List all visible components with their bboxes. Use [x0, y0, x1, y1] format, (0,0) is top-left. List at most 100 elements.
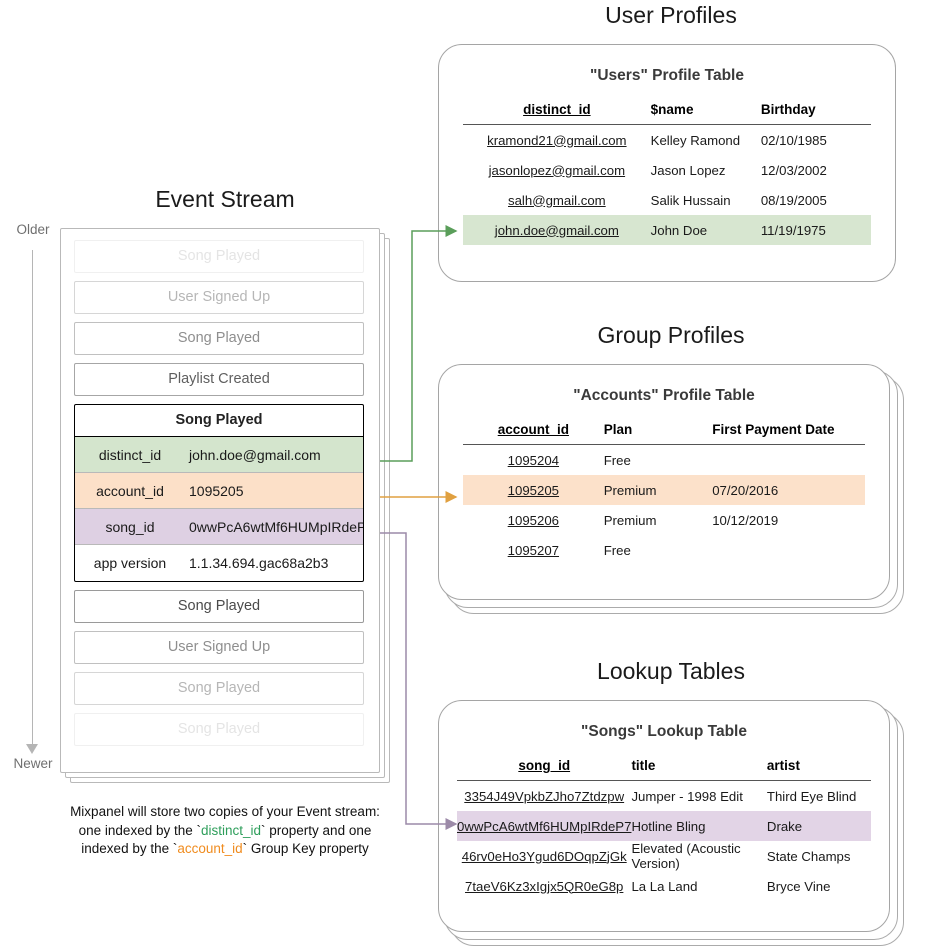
table-cell-key: 1095207 [507, 542, 560, 558]
table-cell: Third Eye Blind [766, 788, 857, 804]
table-row[interactable]: 7taeV6Kz3xIgjx5QR0eG8p La La Land Bryce Vi… [457, 871, 871, 901]
expanded-event-title: Song Played [75, 405, 363, 437]
caption-token-distinct-id: distinct_id [200, 822, 262, 838]
table-cell: Jumper - 1998 Edit [631, 788, 743, 804]
table-cell: 12/03/2002 [760, 162, 827, 178]
caption-line-2: one indexed by the `distinct_id` propert… [78, 822, 372, 838]
table-cell-key: 7taeV6Kz3xIgjx5QR0eG8p [465, 878, 624, 894]
event-item[interactable]: Song Played [74, 322, 364, 355]
column-header: song_id [457, 755, 632, 781]
event-item[interactable]: User Signed Up [74, 281, 364, 314]
table-cell-key: jasonlopez@gmail.com [488, 162, 626, 178]
event-item[interactable]: Song Played [74, 590, 364, 623]
event-property-value: 1095205 [189, 482, 244, 499]
column-header: distinct_id [463, 99, 651, 125]
table-cell: 11/19/1975 [760, 215, 871, 245]
expanded-event-card[interactable]: Song Played distinct_id john.doe@gmail.com… [74, 404, 364, 582]
table-row[interactable]: jasonlopez@gmail.com Jason Lopez 12/03/200… [463, 155, 871, 185]
table-cell: 02/10/1985 [760, 132, 827, 148]
event-property-value: 0wwPcA6wtMf6HUMpIRdeP7 [189, 518, 364, 535]
column-header: artist [766, 755, 871, 781]
table-cell: Premium [603, 512, 657, 528]
table-cell: State Champs [766, 848, 851, 864]
axis-line [32, 250, 34, 748]
event-property-key: account_id [96, 482, 164, 499]
column-header: Plan [603, 419, 713, 445]
time-axis: Older Newer [8, 222, 58, 782]
axis-label-newer: Newer [13, 756, 53, 771]
table-cell [712, 445, 865, 476]
user-profiles-title: User Profiles [605, 2, 737, 28]
table-cell-key: 46rv0eHo3Ygud6DOqpZjGk [461, 848, 627, 864]
column-header: Birthday [760, 99, 871, 125]
table-cell: 10/12/2019 [712, 512, 779, 528]
table-cell: John Doe [650, 215, 761, 245]
column-header: title [631, 755, 767, 781]
table-cell: Elevated (Acoustic Version) [631, 841, 741, 871]
column-header: First Payment Date [712, 419, 865, 445]
table-row[interactable]: 1095207 Free [463, 535, 865, 565]
event-property-row: account_id 1095205 [75, 473, 363, 509]
table-cell: Jason Lopez [650, 162, 726, 178]
event-property-key: app version [93, 555, 167, 571]
event-item[interactable]: Playlist Created [74, 363, 364, 396]
event-stream-title: Event Stream [155, 186, 295, 212]
table-cell-key: kramond21@gmail.com [487, 132, 627, 148]
table-cell-key: john.doe@gmail.com [463, 215, 651, 245]
table-cell-key: 1095206 [507, 512, 560, 528]
table-cell: Bryce Vine [766, 878, 831, 894]
table-cell: La La Land [631, 878, 698, 894]
table-cell: 08/19/2005 [760, 192, 827, 208]
event-property-key: song_id [105, 518, 155, 535]
songs-table-title: "Songs" Lookup Table [581, 723, 747, 740]
event-item[interactable]: Song Played [74, 672, 364, 705]
table-cell: Kelley Ramond [650, 132, 741, 148]
table-cell: Salik Hussain [650, 192, 731, 208]
group-profiles-title: Group Profiles [597, 322, 745, 348]
table-cell: 07/20/2016 [712, 475, 865, 505]
event-item[interactable]: Song Played [74, 240, 364, 273]
column-header: account_id [463, 419, 604, 445]
axis-arrowhead-icon [26, 744, 38, 754]
table-cell-key: 1095204 [507, 452, 560, 468]
table-cell-key: 1095205 [463, 475, 604, 505]
table-cell-key: 0wwPcA6wtMf6HUMpIRdeP7 [457, 811, 632, 841]
table-cell: Free [603, 542, 631, 558]
caption-line-3: indexed by the `account_id` Group Key pr… [81, 841, 369, 856]
users-table-title: "Users" Profile Table [590, 67, 744, 84]
table-row[interactable]: kramond21@gmail.com Kelley Ramond 02/10/19… [463, 125, 871, 156]
accounts-table-title: "Accounts" Profile Table [573, 387, 755, 404]
table-cell: Drake [766, 811, 871, 841]
axis-label-older: Older [16, 222, 50, 237]
event-item[interactable]: User Signed Up [74, 631, 364, 664]
table-row[interactable]: 1095206 Premium 10/12/2019 [463, 505, 865, 535]
caption-token-account-id: account_id [177, 841, 243, 856]
table-row[interactable]: 1095204 Free [463, 445, 865, 476]
event-property-key: distinct_id [98, 446, 162, 463]
event-property-row: song_id 0wwPcA6wtMf6HUMpIRdeP7 [75, 509, 363, 545]
caption-line-1: Mixpanel will store two copies of your E… [70, 804, 380, 819]
event-property-row: distinct_id john.doe@gmail.com [75, 437, 363, 473]
event-property-value: john.doe@gmail.com [189, 446, 321, 463]
event-item[interactable]: Song Played [74, 713, 364, 746]
table-cell [712, 535, 865, 565]
table-cell: Free [603, 452, 631, 468]
